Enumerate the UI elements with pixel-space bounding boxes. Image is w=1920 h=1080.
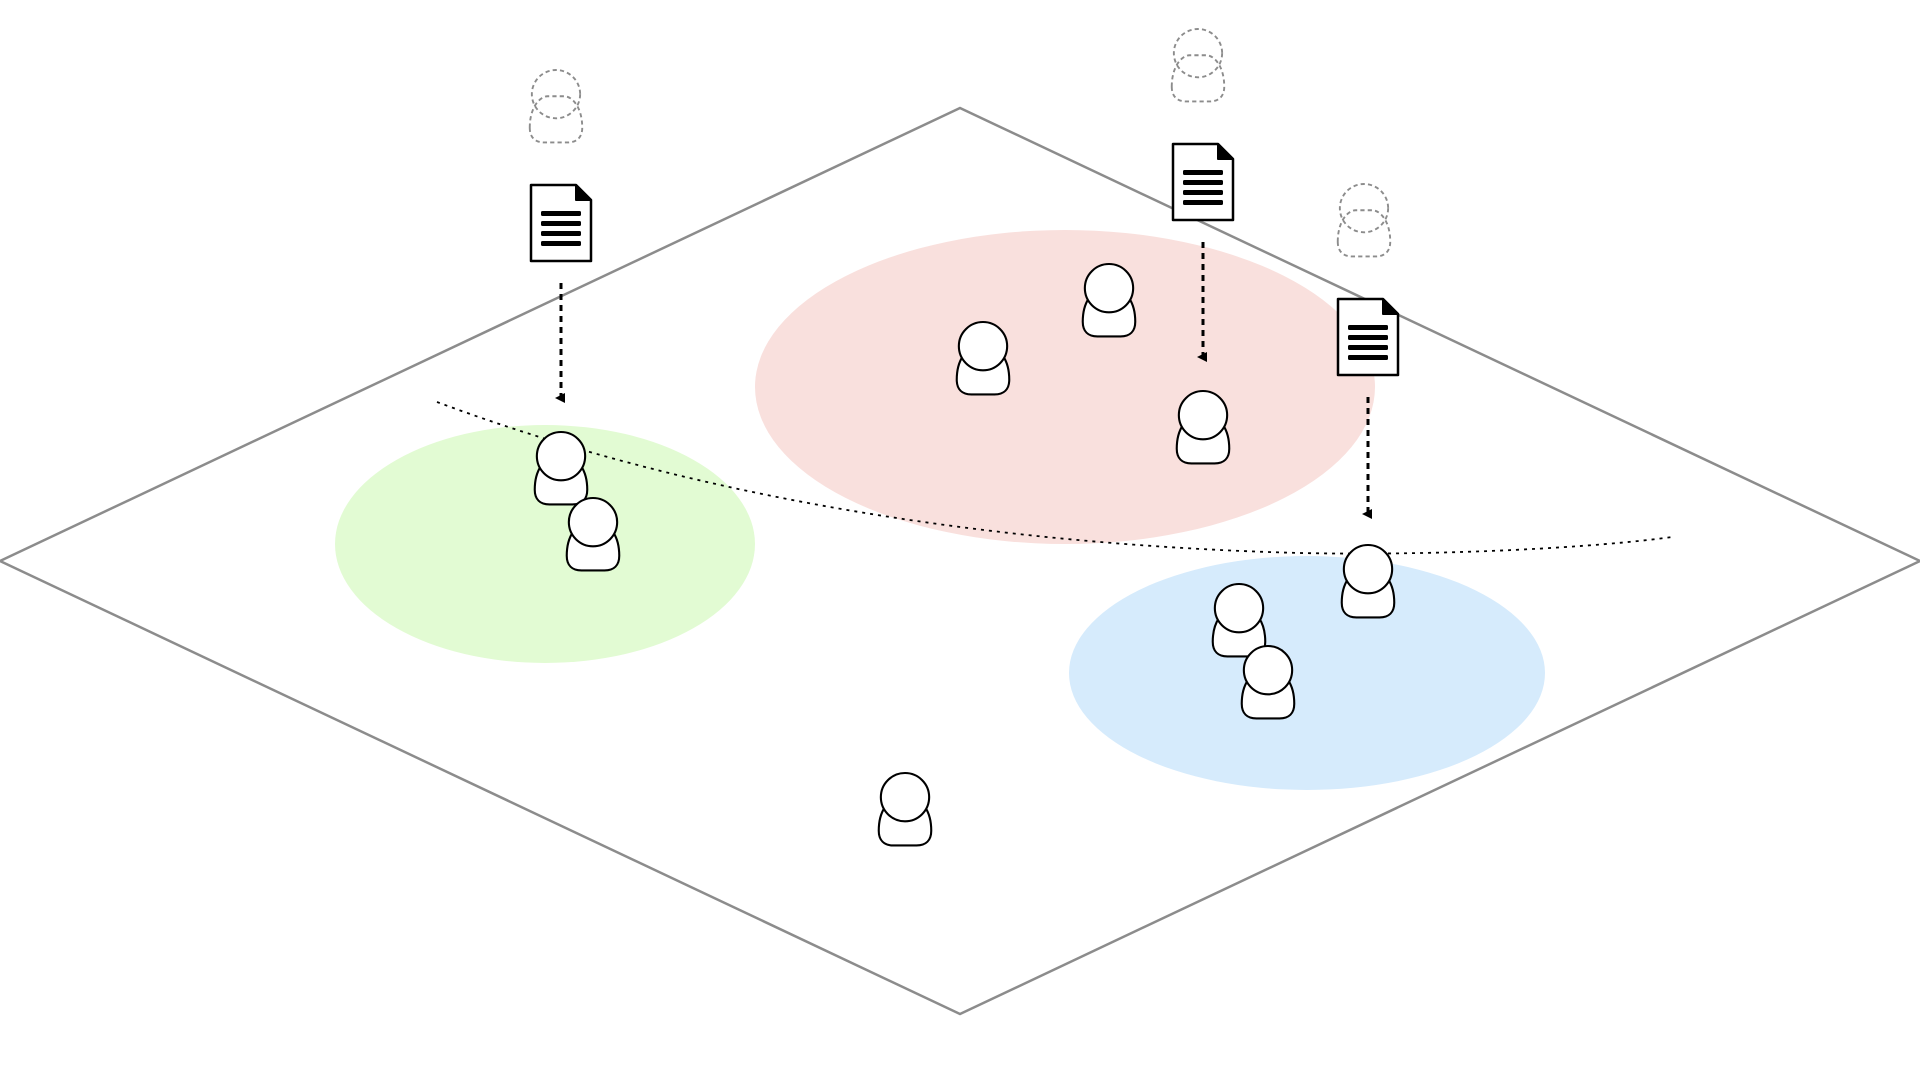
- person-icon: [1211, 582, 1267, 658]
- person-icon: [533, 430, 589, 506]
- person-icon: [1240, 644, 1296, 720]
- dashed-person-icon: [1336, 183, 1392, 258]
- person-icon: [1081, 262, 1137, 338]
- cluster-green: [335, 425, 755, 663]
- person-icon: [1340, 543, 1396, 619]
- document-icon: [1171, 142, 1235, 222]
- cluster-blue: [1069, 556, 1545, 790]
- person-icon: [565, 496, 621, 572]
- person-icon: [1175, 389, 1231, 465]
- dashed-person-icon: [528, 69, 584, 144]
- diamond-plane: [0, 106, 1920, 1016]
- document-icon: [529, 183, 593, 263]
- cluster-pink: [755, 230, 1375, 544]
- dashed-person-icon: [1170, 28, 1226, 103]
- person-icon: [877, 771, 933, 847]
- document-icon: [1336, 297, 1400, 377]
- person-icon: [955, 320, 1011, 396]
